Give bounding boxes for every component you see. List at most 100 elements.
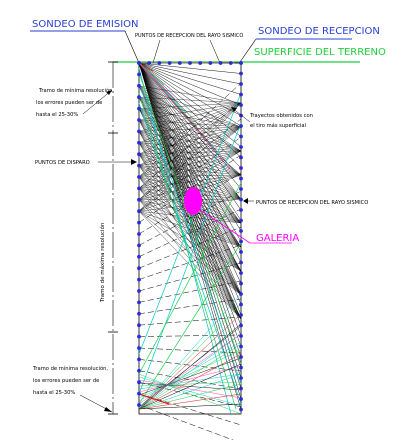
ray-bottom bbox=[138, 363, 242, 410]
ray-black bbox=[138, 85, 242, 104]
tramo-bot-line2: los errores pueden ser de bbox=[33, 378, 99, 384]
ray-dashed bbox=[138, 370, 242, 390]
receiver-point bbox=[239, 176, 243, 181]
ray-red bbox=[138, 393, 170, 405]
ray-black bbox=[138, 131, 242, 320]
ray-dashed bbox=[138, 118, 242, 200]
ray-black bbox=[138, 188, 242, 296]
receiver-point bbox=[239, 229, 243, 233]
ray-black bbox=[138, 131, 242, 200]
ray-black bbox=[138, 62, 242, 284]
ray-cyan bbox=[138, 102, 242, 405]
galeria-label: GALERIA bbox=[256, 233, 299, 244]
receiver-point bbox=[239, 407, 243, 412]
ray-dashed bbox=[138, 298, 242, 315]
ray-black bbox=[138, 102, 242, 212]
ray-black bbox=[138, 199, 242, 272]
ray-black bbox=[138, 188, 242, 272]
ray-black bbox=[138, 62, 242, 148]
ray-black bbox=[138, 97, 242, 104]
receiver-point bbox=[239, 271, 243, 275]
ray-black bbox=[138, 165, 242, 200]
shot-point bbox=[137, 175, 141, 179]
sondeo-emision-label: SONDEO DE EMISION bbox=[32, 19, 139, 30]
ray-black bbox=[138, 102, 242, 132]
ray-black bbox=[138, 131, 242, 152]
ray-black bbox=[138, 126, 242, 212]
receiver-point bbox=[239, 187, 243, 191]
ray-bottom bbox=[138, 383, 242, 410]
ray-paths bbox=[138, 62, 242, 440]
ray-dashed bbox=[138, 244, 242, 280]
surface-point bbox=[167, 61, 172, 65]
ray-black bbox=[138, 126, 242, 178]
ray-colored bbox=[138, 62, 154, 72]
ray-black bbox=[138, 126, 242, 143]
receiver-point bbox=[239, 260, 243, 265]
shot-point bbox=[137, 83, 141, 88]
ray-black bbox=[138, 85, 242, 248]
trayectos-line1: Trayectos obtenidos con bbox=[249, 113, 313, 119]
ray-black bbox=[138, 176, 242, 320]
shot-point bbox=[137, 95, 141, 100]
ray-dashed bbox=[138, 334, 242, 337]
surface-point bbox=[147, 61, 152, 65]
puntos-recepcion-right-arrow bbox=[243, 198, 248, 204]
receiver-point bbox=[239, 124, 243, 128]
receiver-point bbox=[239, 376, 243, 380]
puntos-recepcion-top-label: PUNTOS DE RECEPCION DEL RAYO SISMICO bbox=[135, 33, 243, 39]
tramo-maxima-label: Tramo de máxima resolución bbox=[99, 222, 106, 303]
shot-point bbox=[137, 152, 141, 157]
ray-black bbox=[138, 150, 242, 189]
ray-black bbox=[138, 62, 242, 85]
ray-black bbox=[138, 85, 242, 152]
ray-bottom bbox=[138, 325, 242, 408]
surface-point bbox=[218, 61, 223, 65]
shot-point bbox=[137, 266, 141, 271]
receiver-point bbox=[239, 197, 243, 202]
ray-bottom bbox=[138, 341, 242, 402]
ray-colored bbox=[138, 62, 165, 86]
galeria-ellipse bbox=[184, 187, 202, 215]
ray-green bbox=[138, 242, 242, 405]
surface-point bbox=[239, 61, 243, 65]
ray-black bbox=[138, 102, 242, 143]
ray-black bbox=[138, 108, 242, 224]
ray-black bbox=[138, 85, 242, 200]
ray-black bbox=[138, 62, 242, 263]
ray-black bbox=[138, 176, 242, 296]
shot-point bbox=[137, 197, 141, 202]
shot-point bbox=[137, 277, 141, 282]
ray-black bbox=[138, 62, 242, 169]
leader-puntos-top-b bbox=[209, 39, 221, 64]
receiver-point bbox=[239, 397, 243, 401]
ray-black bbox=[138, 119, 242, 176]
ray-bottom bbox=[138, 365, 242, 393]
ray-dashed bbox=[138, 100, 242, 189]
ray-black bbox=[138, 85, 242, 272]
receiver-point bbox=[239, 250, 243, 254]
receiver-point bbox=[239, 355, 243, 359]
shot-point bbox=[137, 311, 141, 316]
ray-bottom bbox=[138, 333, 242, 405]
ray-dashed bbox=[138, 136, 242, 212]
tramo-bot-line1: Tramo de mínima resolución, bbox=[32, 365, 108, 372]
ray-black bbox=[138, 165, 242, 296]
receiver-point bbox=[239, 103, 243, 107]
shot-point bbox=[137, 403, 141, 407]
ray-black bbox=[138, 154, 242, 320]
sondeo-recepcion-label: SONDEO DE RECEPCION bbox=[258, 26, 380, 37]
surface-point bbox=[198, 61, 203, 65]
shot-point bbox=[137, 323, 141, 328]
shot-point bbox=[137, 140, 141, 145]
receiver-point bbox=[239, 344, 243, 349]
ray-dashed bbox=[138, 280, 242, 303]
ray-black bbox=[138, 62, 242, 106]
receiver-point bbox=[239, 313, 243, 317]
trayectos-line2: el tiro más superficial bbox=[250, 122, 306, 129]
ray-black bbox=[138, 97, 242, 200]
ray-green bbox=[138, 92, 237, 410]
ray-bottom bbox=[138, 373, 242, 415]
ray-black bbox=[138, 154, 242, 176]
ray-black bbox=[138, 85, 242, 224]
